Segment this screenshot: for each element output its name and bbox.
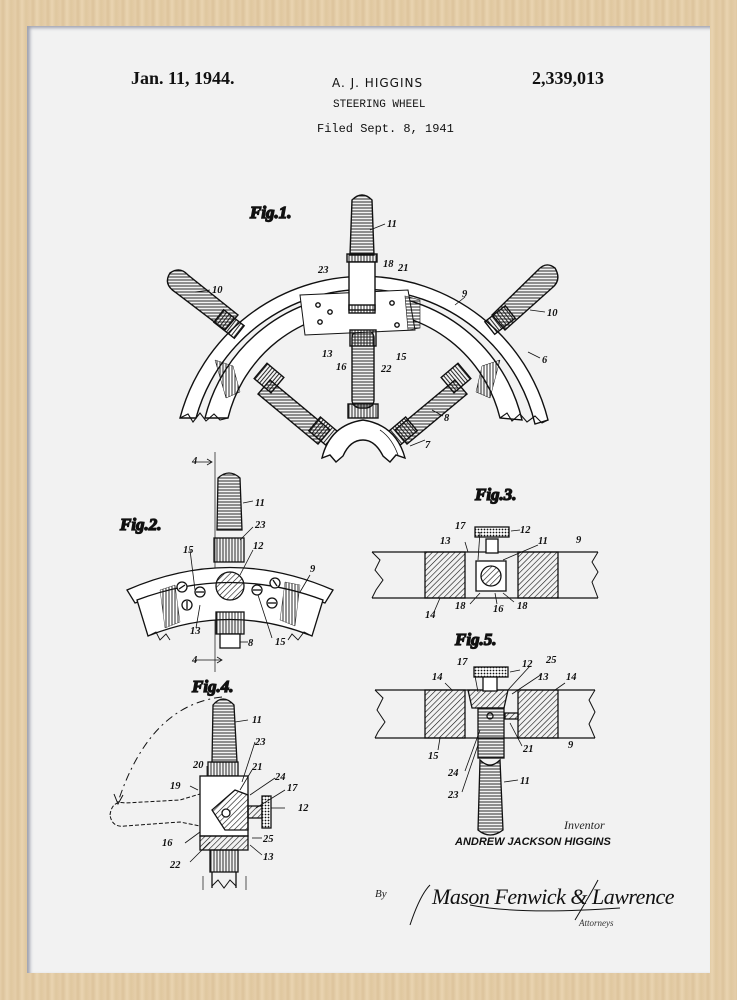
fig1-label: Fig.1. — [249, 203, 292, 222]
svg-text:17: 17 — [287, 783, 298, 794]
top-handle — [346, 194, 378, 347]
svg-text:15: 15 — [396, 352, 407, 363]
svg-text:18: 18 — [517, 601, 528, 612]
svg-text:13: 13 — [538, 672, 549, 683]
svg-text:17: 17 — [455, 521, 466, 532]
svg-text:11: 11 — [252, 715, 262, 726]
svg-text:16: 16 — [336, 362, 347, 373]
svg-text:12: 12 — [520, 525, 531, 536]
svg-text:21: 21 — [522, 744, 534, 755]
svg-text:13: 13 — [190, 626, 201, 637]
svg-text:20: 20 — [192, 760, 204, 771]
svg-text:14: 14 — [566, 672, 577, 683]
svg-text:13: 13 — [440, 536, 451, 547]
figure-2-front-view: Fig.2. 4 11 — [118, 452, 334, 672]
svg-text:11: 11 — [387, 219, 397, 230]
patent-number: 2,339,013 — [532, 68, 604, 88]
svg-text:15: 15 — [275, 637, 286, 648]
svg-text:21: 21 — [397, 263, 409, 274]
svg-text:12: 12 — [298, 803, 309, 814]
svg-text:24: 24 — [274, 772, 286, 783]
figure-3-section: Fig.3. 17 12 13 11 9 14 18 16 — [371, 484, 599, 621]
figure-4-side-view: Fig.4. 11 — [109, 676, 309, 890]
svg-text:22: 22 — [169, 860, 181, 871]
svg-text:4: 4 — [191, 456, 197, 467]
svg-text:10: 10 — [212, 285, 223, 296]
svg-text:9: 9 — [462, 289, 468, 300]
filed-date: Filed Sept. 8, 1941 — [317, 122, 454, 136]
svg-text:16: 16 — [493, 604, 504, 615]
fig3-label: Fig.3. — [474, 485, 517, 504]
patent-paper: Jan. 11, 1944. A. J. HIGGINS 2,339,013 S… — [27, 26, 710, 973]
svg-text:14: 14 — [432, 672, 443, 683]
svg-text:11: 11 — [538, 536, 548, 547]
svg-text:25: 25 — [262, 834, 274, 845]
svg-text:12: 12 — [253, 541, 264, 552]
svg-text:6: 6 — [542, 355, 548, 366]
svg-text:15: 15 — [183, 545, 194, 556]
svg-text:22: 22 — [380, 364, 392, 375]
figure-1-steering-wheel: Fig.1. — [166, 194, 559, 463]
signature-flourish — [409, 879, 621, 926]
svg-text:19: 19 — [170, 781, 181, 792]
fig4-label: Fig.4. — [191, 677, 234, 696]
svg-text:13: 13 — [263, 852, 274, 863]
svg-text:13: 13 — [322, 349, 333, 360]
inventor-label: Inventor — [564, 818, 605, 832]
svg-text:11: 11 — [520, 776, 530, 787]
fig5-label: Fig.5. — [454, 630, 497, 649]
attorneys-signature: Mason Fenwick & Lawrence — [432, 884, 674, 909]
hub — [321, 419, 407, 463]
by-label: By — [375, 888, 387, 900]
svg-text:16: 16 — [162, 838, 173, 849]
svg-text:25: 25 — [545, 655, 557, 666]
svg-text:9: 9 — [576, 535, 582, 546]
svg-text:11: 11 — [255, 498, 265, 509]
svg-text:8: 8 — [444, 413, 450, 424]
svg-text:23: 23 — [254, 737, 266, 748]
svg-text:12: 12 — [522, 659, 533, 670]
svg-text:10: 10 — [547, 308, 558, 319]
svg-text:23: 23 — [317, 265, 329, 276]
inventor-full-name: ANDREW JACKSON HIGGINS — [455, 836, 611, 848]
svg-text:18: 18 — [383, 259, 394, 270]
svg-text:23: 23 — [447, 790, 459, 801]
svg-text:23: 23 — [254, 520, 266, 531]
figure-5-section: Fig.5. 17 12 25 14 — [374, 629, 596, 836]
svg-text:8: 8 — [248, 638, 254, 649]
svg-text:15: 15 — [428, 751, 439, 762]
svg-text:14: 14 — [425, 610, 436, 621]
inventor-header: A. J. HIGGINS — [332, 76, 424, 90]
fig2-label: Fig.2. — [119, 515, 162, 534]
svg-text:21: 21 — [251, 762, 263, 773]
svg-text:9: 9 — [310, 564, 316, 575]
svg-text:18: 18 — [455, 601, 466, 612]
attorneys-label: Attorneys — [579, 918, 614, 928]
svg-text:17: 17 — [457, 657, 468, 668]
lower-spokes — [253, 329, 472, 446]
patent-title: STEERING WHEEL — [333, 99, 426, 111]
svg-text:7: 7 — [425, 440, 431, 451]
svg-text:4: 4 — [191, 655, 197, 666]
patent-date: Jan. 11, 1944. — [131, 68, 235, 88]
svg-text:24: 24 — [447, 768, 459, 779]
svg-text:9: 9 — [568, 740, 574, 751]
